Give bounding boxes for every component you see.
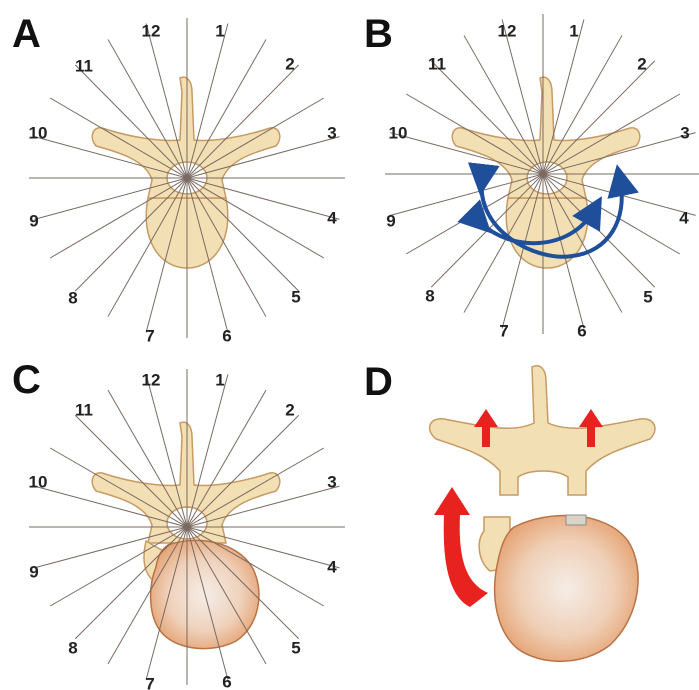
- clock-label-10: 10: [29, 474, 48, 491]
- clock-label-6: 6: [222, 674, 231, 690]
- panel-label: B: [364, 14, 393, 54]
- vertebral-body-with-tumor: [479, 515, 638, 661]
- clock-label-1: 1: [215, 372, 224, 389]
- clock-label-3: 3: [680, 125, 689, 142]
- clock-label-9: 9: [29, 564, 38, 581]
- clock-label-6: 6: [577, 323, 586, 340]
- clock-label-4: 4: [327, 210, 336, 227]
- clock-label-7: 7: [145, 328, 154, 345]
- tumor-mass: [495, 515, 638, 661]
- clock-label-4: 4: [679, 210, 688, 227]
- clock-label-11: 11: [75, 58, 93, 75]
- panel-label: C: [12, 360, 41, 400]
- posterior-elements: [430, 366, 655, 495]
- clock-label-5: 5: [643, 289, 652, 306]
- clock-label-2: 2: [285, 402, 294, 419]
- clock-label-10: 10: [389, 125, 408, 142]
- panel-a: A 12 1 2 3 4 5 6 7 8 9 10 11: [0, 0, 349, 345]
- clock-label-12: 12: [142, 23, 161, 40]
- clock-label-12: 12: [498, 23, 517, 40]
- clock-label-11: 11: [75, 402, 93, 419]
- clock-label-8: 8: [68, 290, 77, 307]
- clock-label-9: 9: [29, 213, 38, 230]
- clock-label-8: 8: [68, 640, 77, 657]
- panel-c: C 12 1 2 3 4 5 6 7 8 9 10 11: [0, 345, 349, 690]
- clock-label-9: 9: [386, 213, 395, 230]
- clock-label-7: 7: [499, 323, 508, 340]
- clock-label-4: 4: [327, 559, 336, 576]
- panel-label: D: [364, 362, 393, 402]
- clock-label-2: 2: [285, 56, 294, 73]
- panel-d-drawing: [350, 345, 699, 690]
- clock-label-2: 2: [637, 56, 646, 73]
- clock-label-3: 3: [327, 125, 336, 142]
- clock-label-11: 11: [428, 56, 446, 73]
- clock-label-7: 7: [145, 676, 154, 690]
- vertebra-c: [92, 422, 280, 648]
- pedicle-stump-right: [566, 515, 586, 525]
- clock-label-8: 8: [425, 288, 434, 305]
- clock-label-3: 3: [327, 474, 336, 491]
- clock-label-5: 5: [291, 289, 300, 306]
- clock-label-12: 12: [142, 372, 161, 389]
- clock-label-1: 1: [569, 23, 578, 40]
- posterior-arch-lifted: [430, 366, 655, 495]
- clock-label-10: 10: [29, 125, 48, 142]
- clock-label-5: 5: [291, 640, 300, 657]
- clock-label-6: 6: [222, 328, 231, 345]
- panel-d: D: [350, 345, 699, 690]
- panel-b: B 12 1 2 3 4 5 6 7 8 9 10 11: [350, 0, 699, 345]
- panel-label: A: [12, 14, 41, 54]
- clock-label-1: 1: [215, 23, 224, 40]
